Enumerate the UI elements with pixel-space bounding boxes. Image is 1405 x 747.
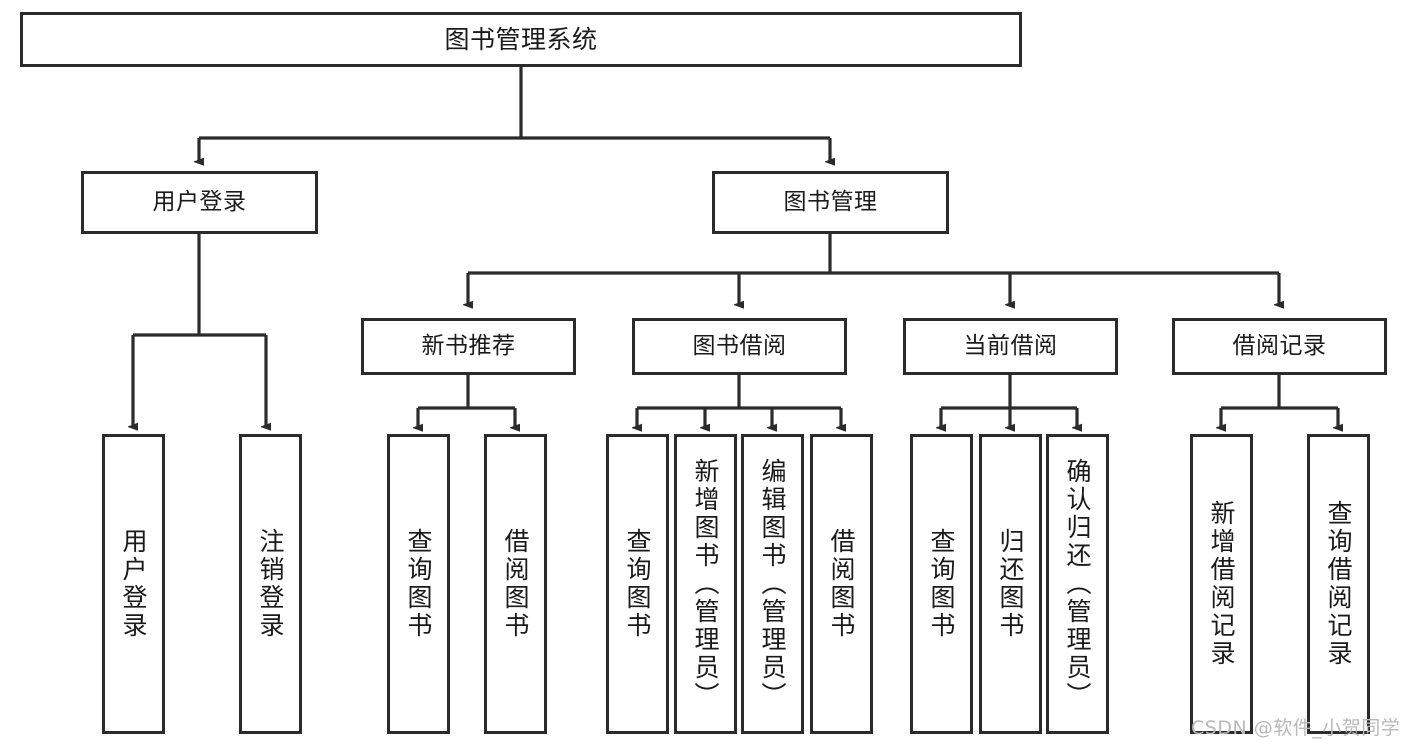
leaf-record-query-borrow-record[interactable]: 查询借阅记录	[1307, 434, 1370, 734]
node-label: 编辑图书（管理员）	[758, 458, 787, 710]
node-label: 新增图书（管理员）	[691, 458, 720, 710]
node-label: 查询借阅记录	[1324, 500, 1353, 668]
node-book-borrow[interactable]: 图书借阅	[632, 318, 847, 375]
node-user-login[interactable]: 用户登录	[81, 171, 318, 234]
node-label: 新书推荐	[421, 332, 516, 359]
node-borrow-record[interactable]: 借阅记录	[1172, 318, 1387, 375]
node-label: 当前借阅	[963, 332, 1058, 359]
leaf-user-login-login[interactable]: 用户登录	[102, 434, 165, 734]
node-label: 借阅记录	[1232, 332, 1327, 359]
node-label: 用户登录	[152, 188, 247, 215]
leaf-current-query-book[interactable]: 查询图书	[910, 434, 973, 734]
node-label: 注销登录	[256, 528, 285, 640]
node-label: 查询图书	[404, 528, 433, 640]
leaf-recommend-query-book[interactable]: 查询图书	[387, 434, 450, 734]
node-label: 新增借阅记录	[1207, 500, 1236, 668]
node-new-book-recommend[interactable]: 新书推荐	[361, 318, 576, 375]
leaf-user-login-logout[interactable]: 注销登录	[239, 434, 302, 734]
node-label: 查询图书	[927, 528, 956, 640]
node-label: 查询图书	[623, 528, 652, 640]
leaf-borrow-edit-book-admin[interactable]: 编辑图书（管理员）	[741, 434, 804, 734]
csdn-watermark: CSDN @软件_小贺同学	[1191, 717, 1401, 739]
node-label: 图书管理系统	[444, 24, 598, 54]
node-book-management[interactable]: 图书管理	[712, 171, 949, 234]
node-label: 图书管理	[783, 188, 878, 215]
node-label: 图书借阅	[692, 332, 787, 359]
node-root-book-management-system[interactable]: 图书管理系统	[20, 12, 1022, 67]
leaf-current-confirm-return-admin[interactable]: 确认归还（管理员）	[1046, 434, 1109, 734]
leaf-borrow-add-book-admin[interactable]: 新增图书（管理员）	[674, 434, 737, 734]
leaf-borrow-query-book[interactable]: 查询图书	[606, 434, 669, 734]
node-label: 借阅图书	[501, 528, 530, 640]
leaf-current-return-book[interactable]: 归还图书	[979, 434, 1042, 734]
node-label: 借阅图书	[827, 528, 856, 640]
leaf-borrow-borrow-book[interactable]: 借阅图书	[810, 434, 873, 734]
node-label: 用户登录	[119, 528, 148, 640]
leaf-record-add-borrow-record[interactable]: 新增借阅记录	[1190, 434, 1253, 734]
node-current-borrow[interactable]: 当前借阅	[903, 318, 1118, 375]
node-label: 确认归还（管理员）	[1063, 458, 1092, 710]
leaf-recommend-borrow-book[interactable]: 借阅图书	[484, 434, 547, 734]
node-label: 归还图书	[996, 528, 1025, 640]
